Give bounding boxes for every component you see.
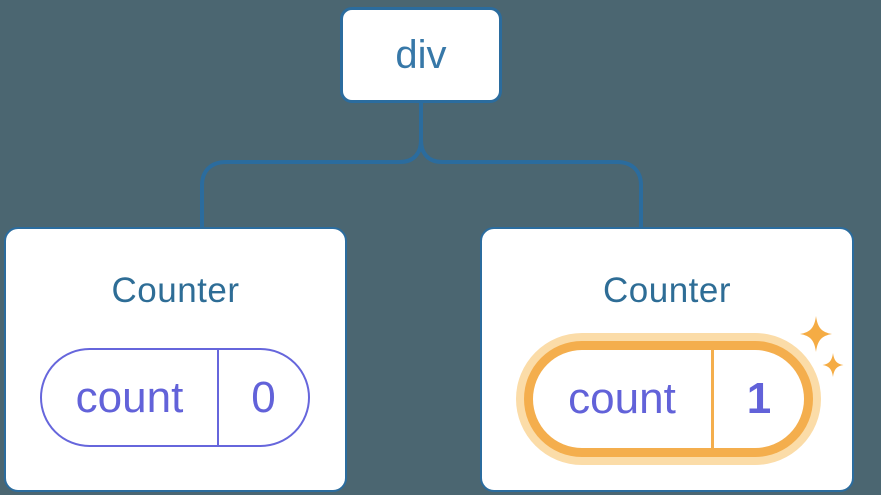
connector-left-branch [200, 103, 423, 227]
counter-card-left: Counter count 0 [4, 227, 347, 492]
state-name-left: count [75, 372, 184, 422]
component-title-right: Counter [602, 271, 732, 310]
pill-divider-right [711, 350, 714, 448]
state-value-right: 1 [746, 374, 772, 423]
counter-card-right: Counter count 1 [480, 227, 854, 492]
state-pill-right-highlighted: count 1 [533, 350, 804, 448]
state-value-left: 0 [251, 372, 276, 422]
component-title-left: Counter [111, 271, 240, 310]
state-name-right: count [568, 374, 676, 423]
connector-right-branch [419, 103, 643, 227]
state-pill-left: count 0 [40, 348, 310, 447]
root-node-label: div [395, 32, 447, 77]
root-node-div: div [340, 7, 502, 103]
pill-divider-left [217, 350, 219, 445]
